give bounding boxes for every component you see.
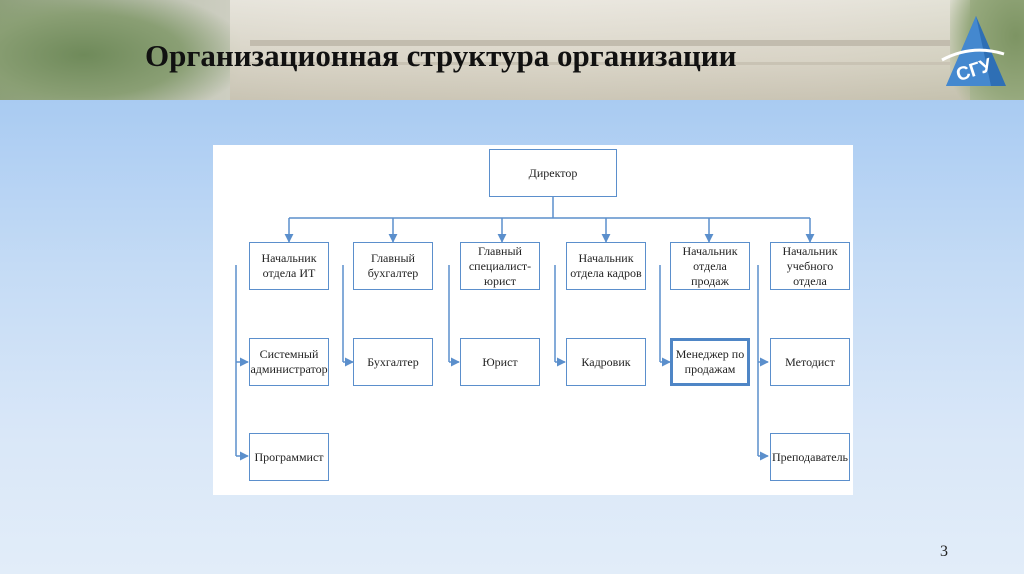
node-lawyer: Юрист bbox=[460, 338, 540, 386]
node-teacher: Преподаватель bbox=[770, 433, 850, 481]
slide-title: Организационная структура организации bbox=[145, 38, 737, 73]
tree-left bbox=[0, 0, 240, 100]
node-methodist: Методист bbox=[770, 338, 850, 386]
node-sales-manager: Менеджер по продажам bbox=[670, 338, 750, 386]
building-cornice bbox=[250, 40, 950, 46]
node-head-it: Начальник отдела ИТ bbox=[249, 242, 329, 290]
building-facade bbox=[230, 0, 970, 100]
node-programmer: Программист bbox=[249, 433, 329, 481]
org-chart-panel: Директор Начальник отдела ИТ Главный бух… bbox=[213, 145, 853, 495]
building-cornice-lower bbox=[250, 62, 950, 65]
page-number: 3 bbox=[940, 543, 948, 560]
node-head-sales: Начальник отдела продаж bbox=[670, 242, 750, 290]
node-chief-accountant: Главный бухгалтер bbox=[353, 242, 433, 290]
node-head-education: Начальник учебного отдела bbox=[770, 242, 850, 290]
node-director: Директор bbox=[489, 149, 617, 197]
node-chief-lawyer: Главный специалист-юрист bbox=[460, 242, 540, 290]
university-logo: СГУ bbox=[941, 16, 1006, 86]
node-hr-officer: Кадровик bbox=[566, 338, 646, 386]
connector-lines bbox=[235, 197, 815, 461]
node-accountant: Бухгалтер bbox=[353, 338, 433, 386]
node-head-hr: Начальник отдела кадров bbox=[566, 242, 646, 290]
node-sysadmin: Системный администратор bbox=[249, 338, 329, 386]
